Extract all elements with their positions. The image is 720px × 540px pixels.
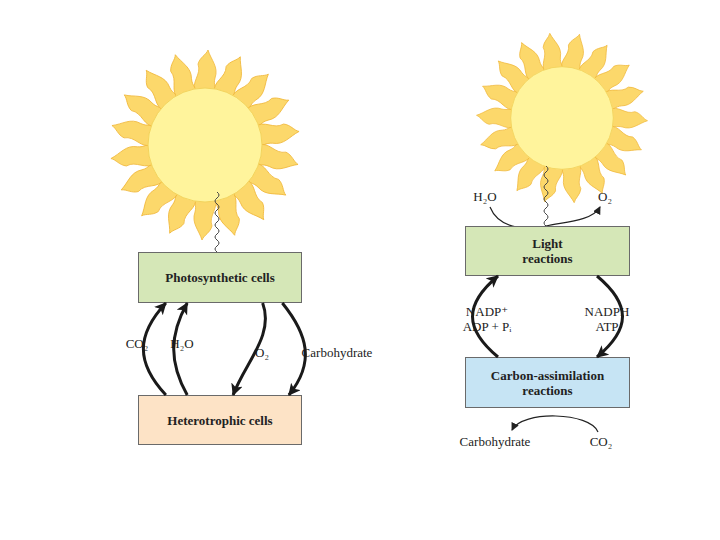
process-box: Carbon-assimilation reactions [465,357,630,408]
box-label: Light reactions [508,236,588,266]
flow-arrow [233,303,265,395]
process-box: Light reactions [465,226,630,276]
edge-label: Carbohydrate [302,345,373,360]
carbon-fixation-arrow [512,416,598,432]
sun [477,32,648,204]
box-label: Heterotrophic cells [165,413,275,428]
edge-label: O₂ [255,345,269,360]
light-wave [544,166,548,226]
process-box: Photosynthetic cells [138,252,302,303]
edge-label: NADPH ATP [581,304,633,334]
flow-arrow [143,303,166,395]
flow-arrow [597,276,623,357]
box-label: Photosynthetic cells [165,270,275,285]
edge-label: H₂O [170,336,193,351]
light-wave [215,192,219,252]
sun [110,50,301,240]
flow-arrow [282,303,305,395]
chem-label: O₂ [598,189,612,204]
edge-label: NADP⁺ ADP + Pᵢ [453,304,521,334]
chem-label: Carbohydrate [460,434,531,449]
process-box: Heterotrophic cells [138,395,302,445]
box-label: Carbon-assimilation reactions [473,368,623,398]
flow-arrow [473,276,499,357]
flow-arrow [174,303,188,395]
chem-label: CO₂ [590,434,613,449]
chem-label: H₂O [473,189,496,204]
edge-label: CO₂ [126,336,149,351]
